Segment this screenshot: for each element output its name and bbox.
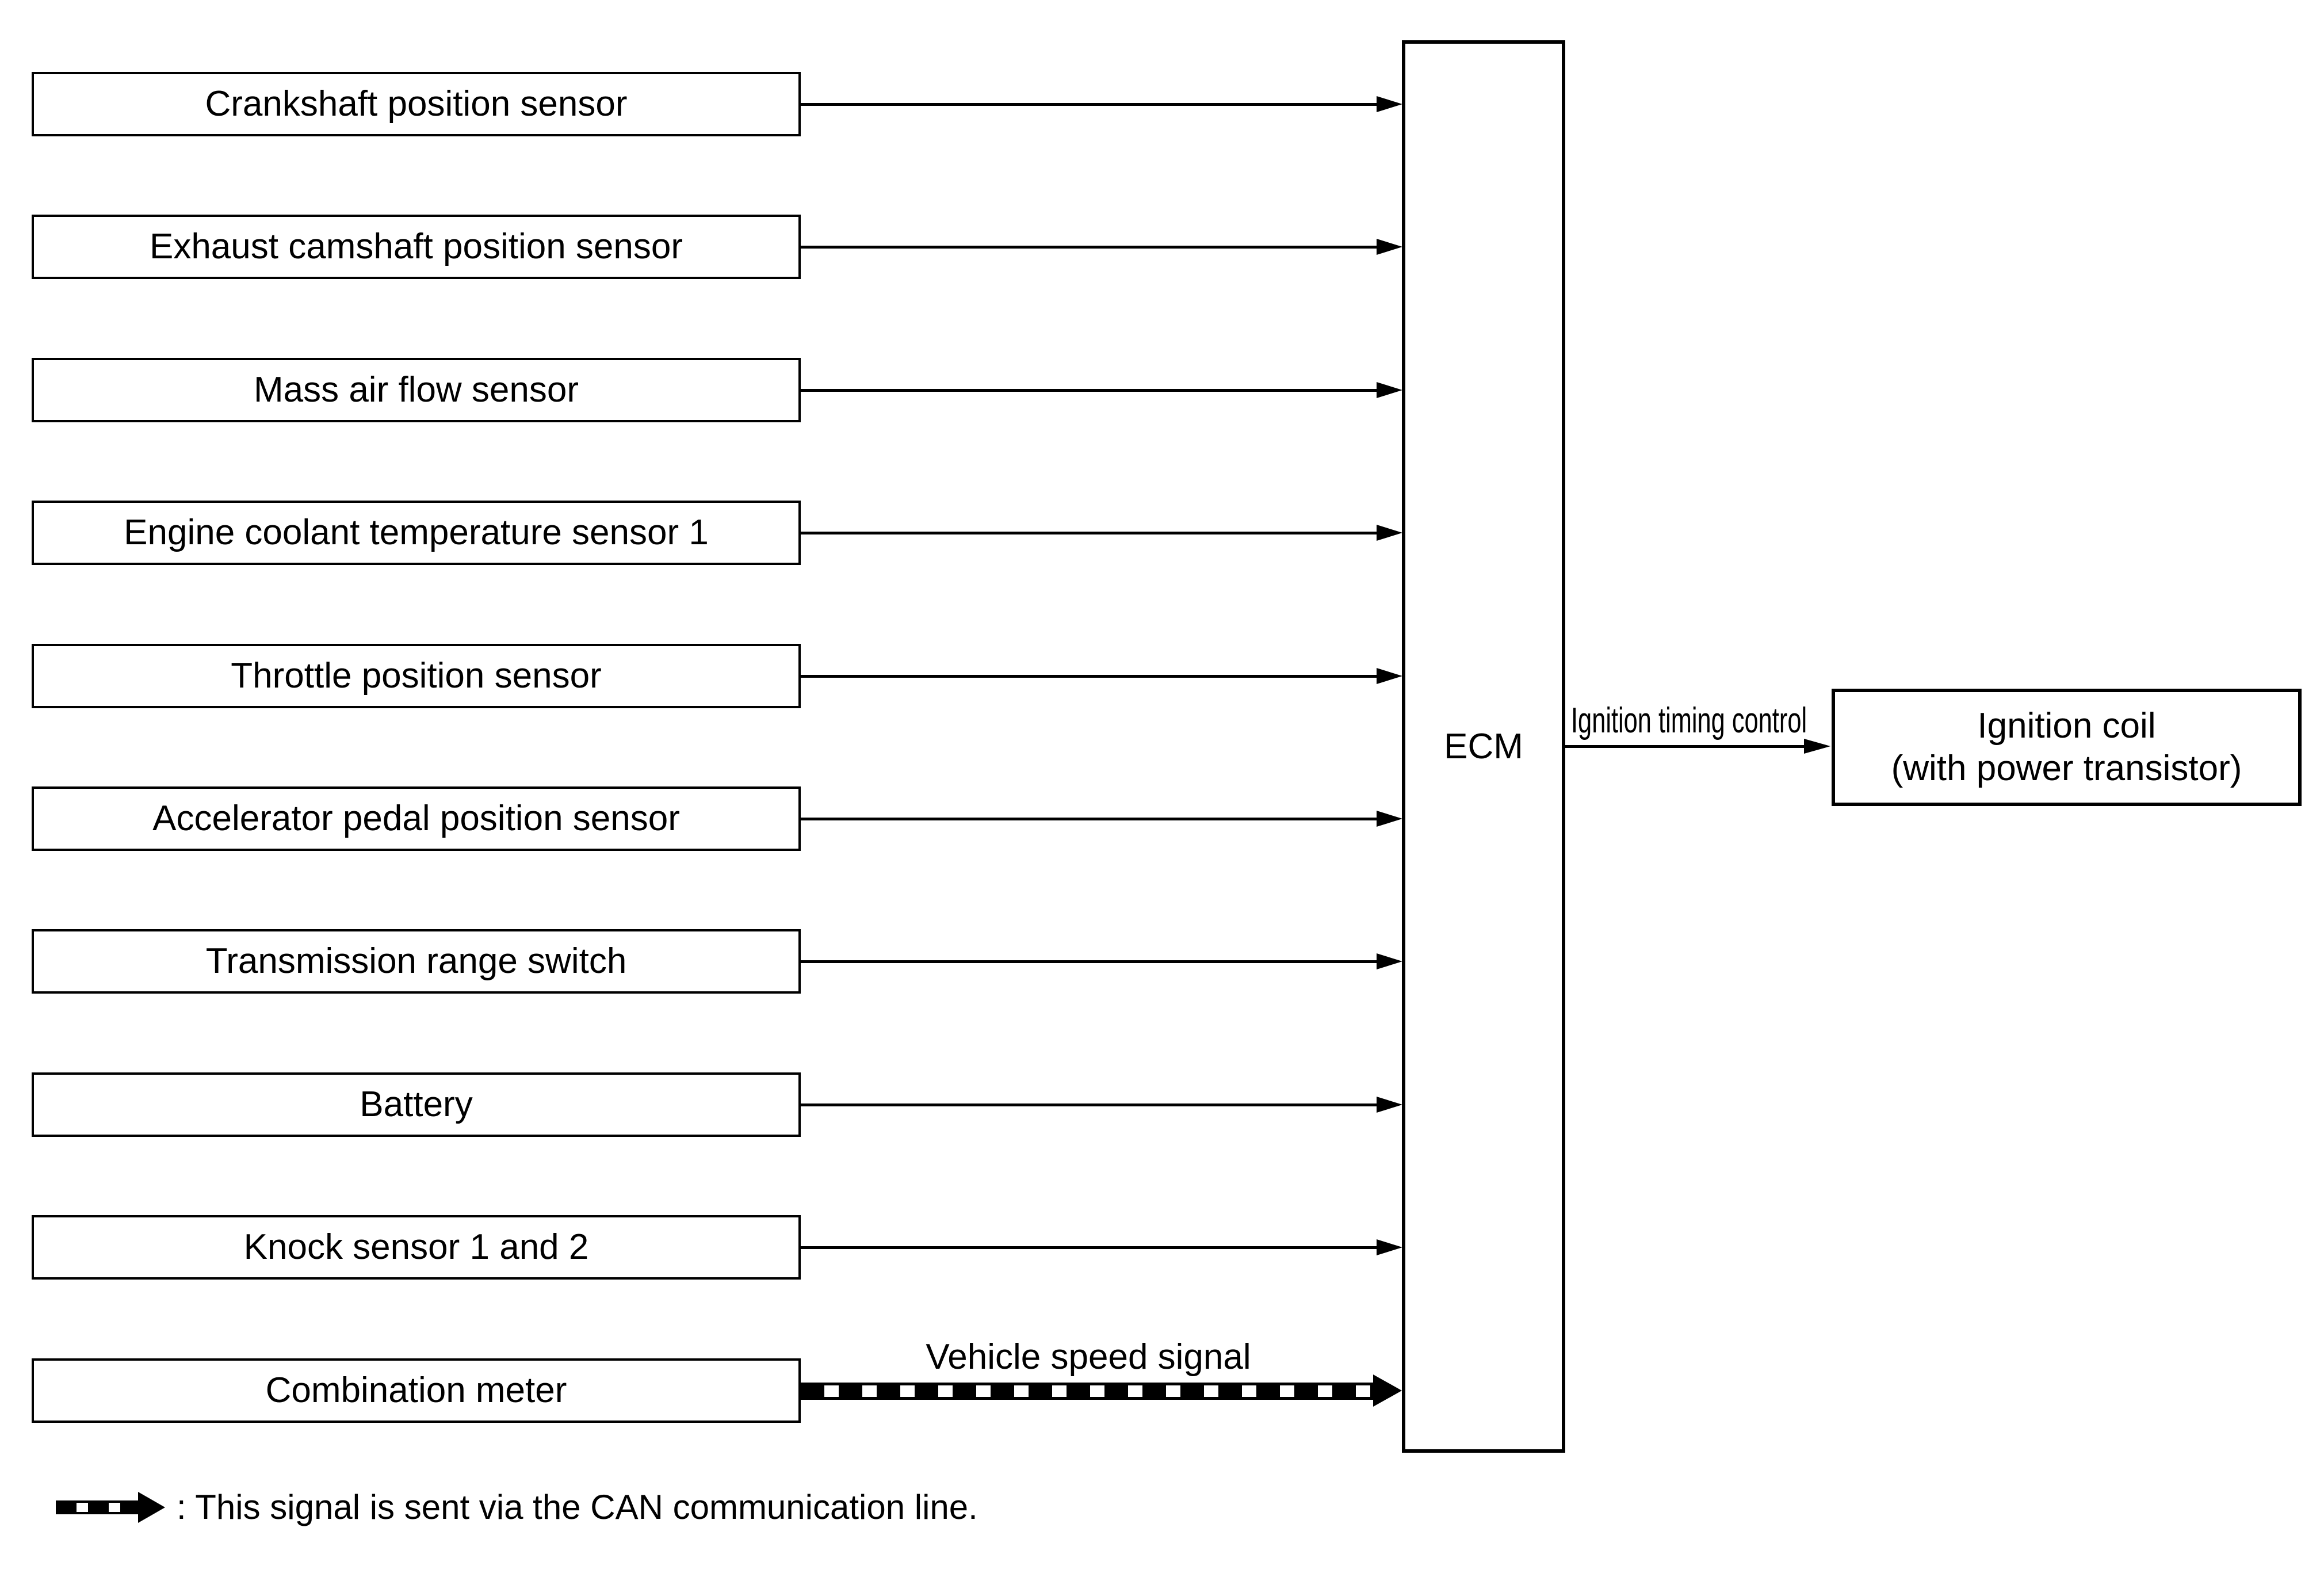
signal-line [801, 1103, 1378, 1106]
sensor-box-knock-sensor: Knock sensor 1 and 2 [32, 1215, 801, 1280]
ignition-coil-label-line2: (with power transistor) [1891, 749, 2242, 788]
sensor-box-combination-meter: Combination meter [32, 1358, 801, 1423]
arrowhead-icon [1377, 239, 1402, 255]
sensor-label: Transmission range switch [205, 941, 627, 981]
arrowhead-icon [1377, 1239, 1402, 1255]
sensor-label: Crankshaft position sensor [205, 84, 628, 124]
signal-line [801, 1246, 1378, 1249]
sensor-box-accelerator-pedal-position: Accelerator pedal position sensor [32, 786, 801, 851]
sensor-label: Engine coolant temperature sensor 1 [124, 513, 709, 552]
ignition-arrowhead-icon [1804, 739, 1830, 754]
arrowhead-icon [1377, 1097, 1402, 1113]
ecm-label: ECM [1444, 727, 1523, 766]
can-arrowhead-icon [1373, 1374, 1402, 1407]
legend-text: : This signal is sent via the CAN commun… [177, 1488, 978, 1526]
sensor-box-throttle-position: Throttle position sensor [32, 644, 801, 708]
signal-line [801, 103, 1378, 106]
sensor-label: Throttle position sensor [231, 656, 602, 696]
ignition-control-line [1565, 745, 1806, 748]
ecm-box: ECM [1402, 40, 1565, 1453]
vehicle-speed-signal-label: Vehicle speed signal [926, 1337, 1251, 1377]
ignition-coil-box: Ignition coil (with power transistor) [1832, 689, 2302, 806]
signal-line [801, 960, 1378, 963]
sensor-label: Combination meter [265, 1370, 567, 1410]
sensor-box-engine-coolant-temperature: Engine coolant temperature sensor 1 [32, 501, 801, 565]
can-arrow-icon [56, 1500, 140, 1514]
signal-line [801, 818, 1378, 820]
arrowhead-icon [1377, 953, 1402, 969]
sensor-label: Battery [360, 1085, 473, 1124]
arrowhead-icon [1377, 811, 1402, 827]
can-arrow-icon-head [138, 1492, 165, 1523]
sensor-box-crankshaft-position: Crankshaft position sensor [32, 72, 801, 136]
sensor-box-exhaust-camshaft-position: Exhaust camshaft position sensor [32, 215, 801, 279]
sensor-label: Exhaust camshaft position sensor [149, 227, 683, 266]
sensor-label: Knock sensor 1 and 2 [243, 1227, 589, 1267]
sensor-box-battery: Battery [32, 1072, 801, 1137]
arrowhead-icon [1377, 668, 1402, 684]
can-signal-line [801, 1383, 1374, 1400]
signal-line [801, 675, 1378, 678]
ignition-timing-control-label: Ignition timing control [1571, 701, 1807, 740]
signal-line [801, 532, 1378, 534]
arrowhead-icon [1377, 96, 1402, 112]
signal-line [801, 389, 1378, 392]
ignition-coil-label-line1: Ignition coil [1977, 706, 2156, 746]
arrowhead-icon [1377, 382, 1402, 398]
sensor-box-mass-air-flow: Mass air flow sensor [32, 358, 801, 422]
sensor-box-transmission-range-switch: Transmission range switch [32, 929, 801, 994]
sensor-label: Accelerator pedal position sensor [152, 799, 680, 838]
sensor-label: Mass air flow sensor [253, 370, 579, 410]
arrowhead-icon [1377, 525, 1402, 541]
signal-line [801, 246, 1378, 249]
